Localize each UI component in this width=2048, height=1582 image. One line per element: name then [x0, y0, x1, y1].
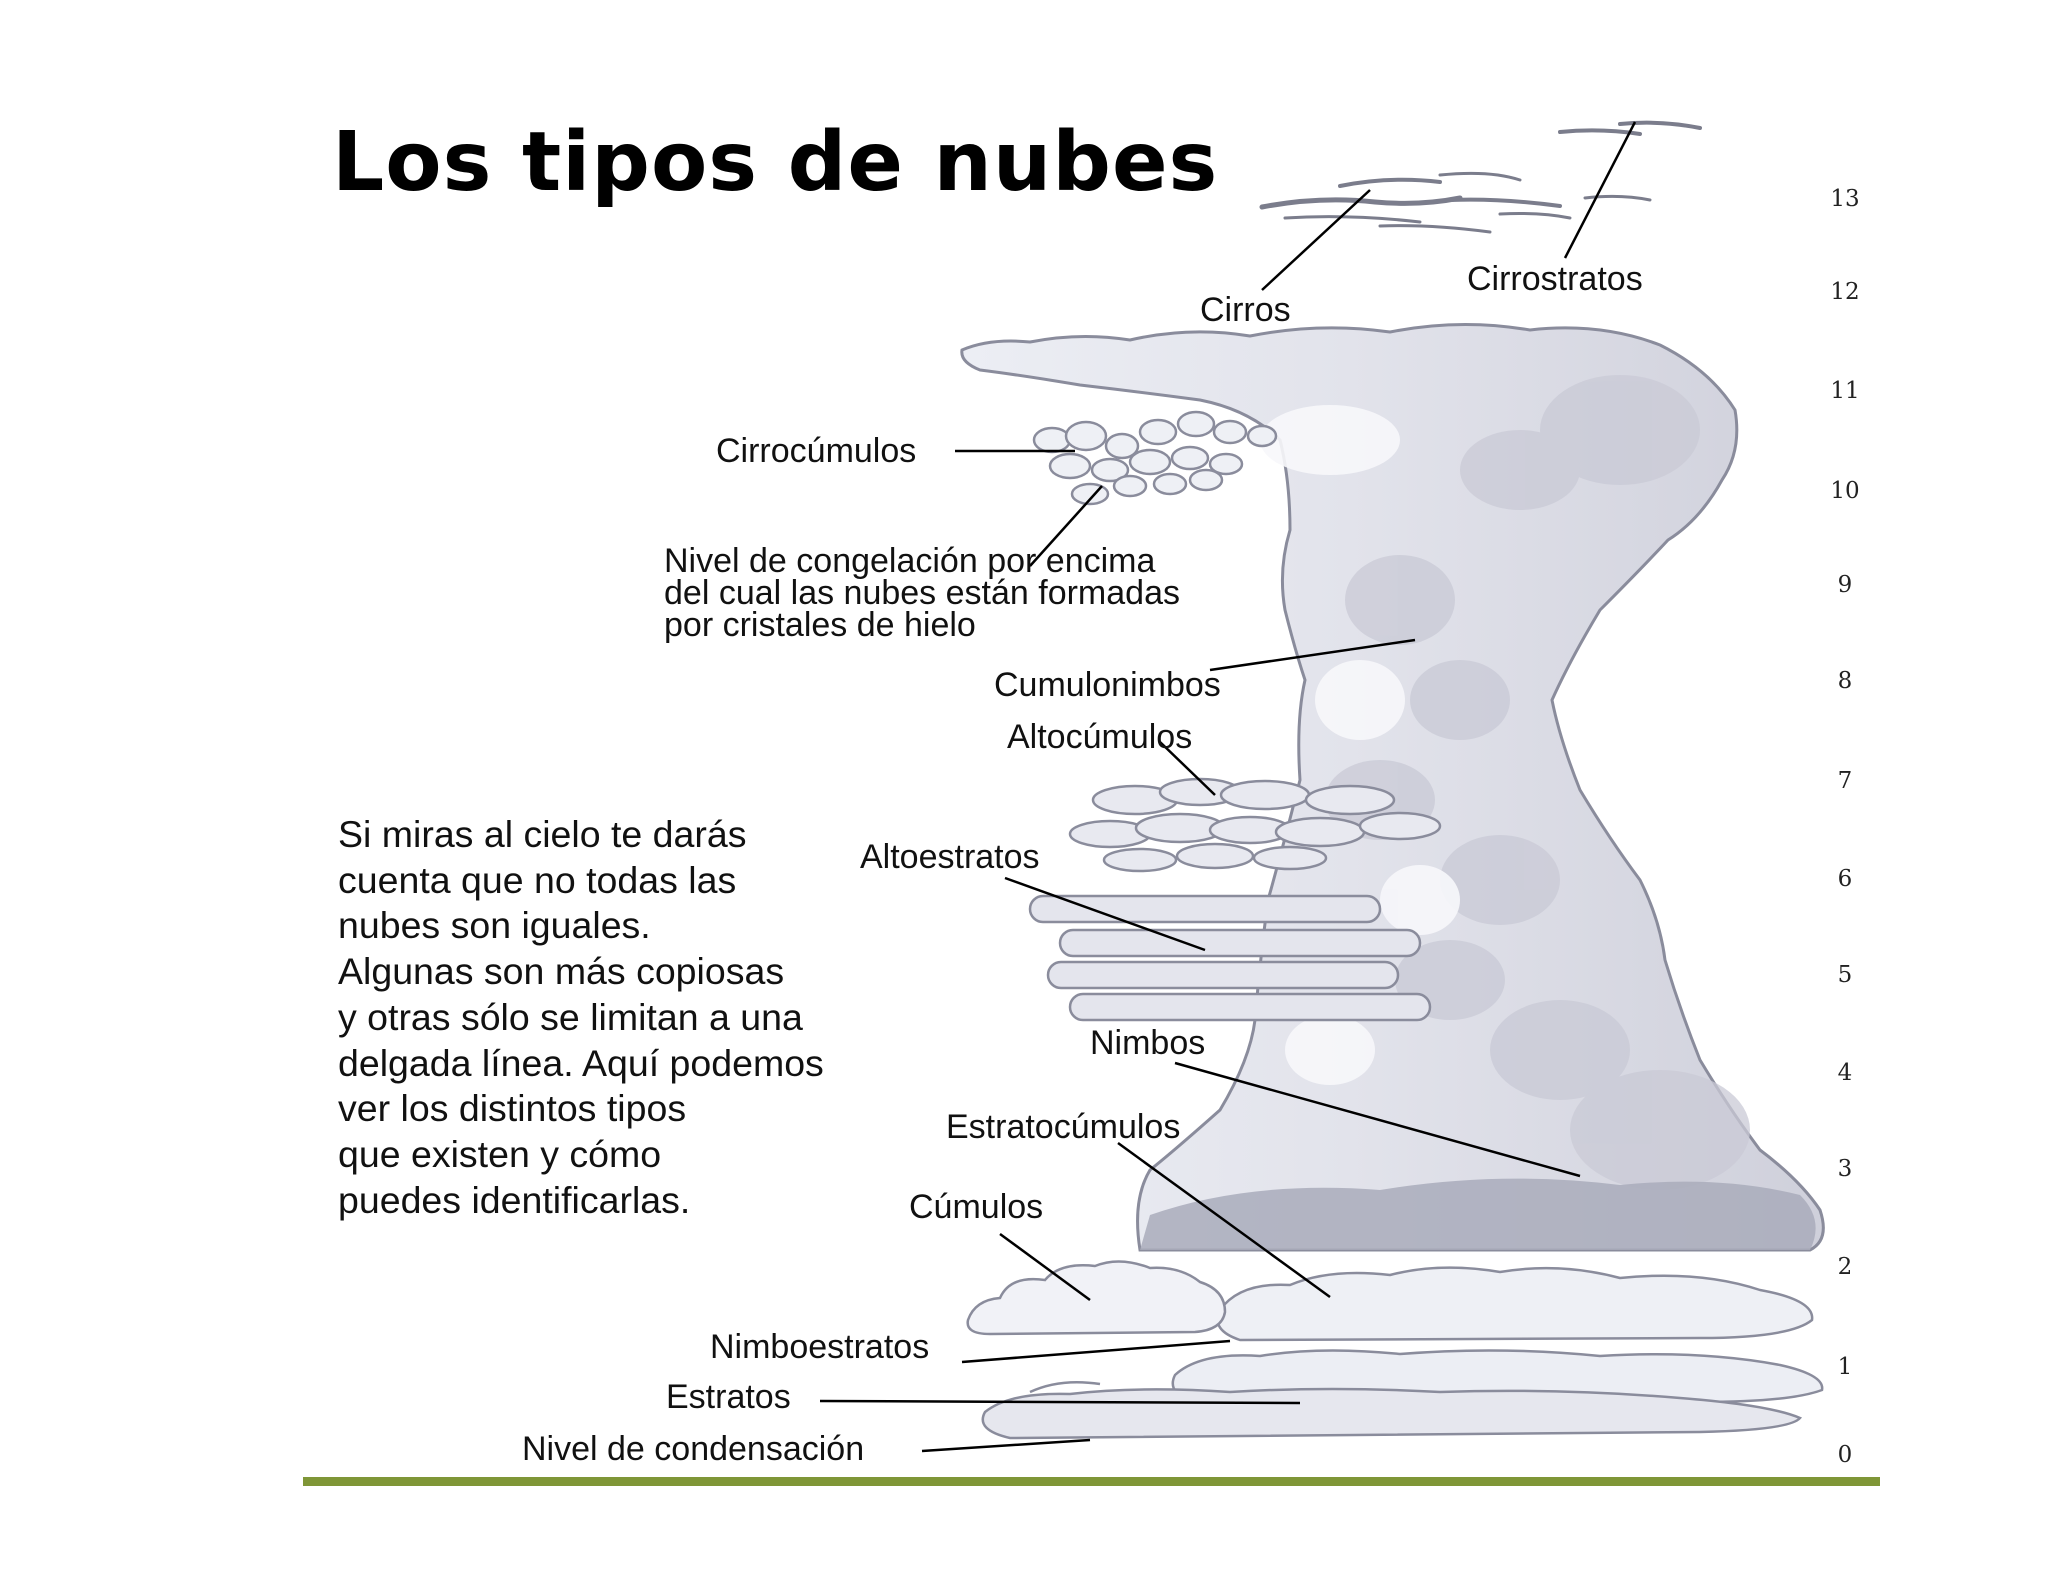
intro-line: cuenta que no todas las — [338, 858, 737, 901]
altitude-tick: 6 — [1837, 866, 1853, 892]
intro-line: Algunas son más copiosas — [338, 950, 785, 993]
label-cumulos: Cúmulos — [909, 1188, 1044, 1226]
ground-baseline — [303, 1477, 1880, 1486]
label-cirrocumulos: Cirrocúmulos — [716, 432, 917, 470]
altocumulos-cloud — [1068, 777, 1442, 873]
freezing-level-line: por cristales de hielo — [664, 606, 976, 644]
altitude-tick: 8 — [1837, 668, 1853, 694]
label-cirros: Cirros — [1200, 291, 1291, 329]
label-nivel-condensacion: Nivel de condensación — [522, 1430, 865, 1468]
altitude-tick: 9 — [1837, 572, 1853, 598]
altitude-tick: 12 — [1830, 279, 1860, 305]
cirrocumulos-cloud — [1032, 410, 1278, 506]
altitude-tick: 1 — [1837, 1354, 1853, 1380]
cirros-wisps — [1259, 120, 1702, 234]
intro-paragraph: Si miras al cielo te darás cuenta que no… — [338, 812, 824, 1223]
altitude-tick: 4 — [1837, 1060, 1853, 1086]
label-cumulonimbos: Cumulonimbos — [994, 666, 1221, 704]
altitude-tick: 10 — [1830, 478, 1860, 504]
cumulonimbus-cloud — [960, 323, 1825, 1252]
label-nimboestratos: Nimboestratos — [710, 1328, 930, 1366]
freezing-level-note: Nivel de congelación por encima del cual… — [664, 542, 1180, 644]
altitude-tick: 5 — [1837, 962, 1853, 988]
cumulos-cloud — [966, 1260, 1227, 1336]
label-cirrostratos: Cirrostratos — [1467, 260, 1643, 298]
estratos-cloud — [981, 1380, 1803, 1440]
estratocumulos-cloud — [1216, 1266, 1814, 1342]
altitude-tick: 3 — [1837, 1156, 1853, 1182]
label-altocumulos: Altocúmulos — [1007, 718, 1193, 756]
altitude-tick: 0 — [1837, 1442, 1853, 1468]
label-nimbos: Nimbos — [1090, 1024, 1206, 1062]
altoestratos-cloud — [1028, 894, 1432, 1022]
intro-line: nubes son iguales. — [338, 904, 651, 947]
altitude-tick: 2 — [1837, 1254, 1853, 1280]
altitude-tick: 11 — [1830, 378, 1860, 404]
label-estratos: Estratos — [666, 1378, 791, 1416]
freezing-level-line: Nivel de congelación por encima — [664, 542, 1156, 580]
page-title: Los tipos de nubes — [332, 115, 1219, 210]
label-altoestratos: Altoestratos — [860, 838, 1040, 876]
intro-line: puedes identificarlas. — [338, 1178, 691, 1221]
leader-lines — [819, 121, 1637, 1453]
intro-line: y otras sólo se limitan a una — [338, 995, 803, 1038]
label-estratocumulos: Estratocúmulos — [946, 1108, 1181, 1146]
intro-line: delgada línea. Aquí podemos — [338, 1041, 824, 1084]
altitude-tick: 7 — [1837, 768, 1853, 794]
freezing-level-line: del cual las nubes están formadas — [664, 574, 1180, 612]
intro-line: Si miras al cielo te darás — [338, 813, 747, 855]
altitude-tick: 13 — [1830, 186, 1860, 212]
intro-line: que existen y cómo — [338, 1132, 662, 1175]
intro-line: ver los distintos tipos — [338, 1087, 687, 1130]
